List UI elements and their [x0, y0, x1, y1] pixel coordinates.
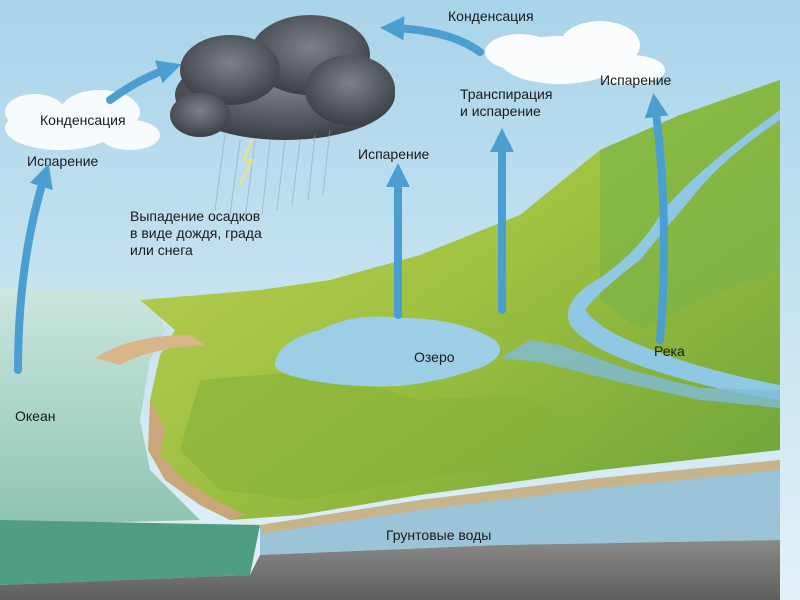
label-ocean: Океан	[15, 408, 56, 424]
arrow-evaporation-river	[644, 93, 669, 344]
label-groundwater: Грунтовые воды	[386, 527, 492, 543]
label-evaporation-center: Испарение	[358, 146, 430, 162]
label-condensation-left: Конденсация	[40, 112, 126, 128]
label-precipitation-line3: или снега	[130, 242, 193, 258]
lightning-bolt	[239, 139, 254, 186]
far-hill	[600, 80, 780, 330]
label-river: Река	[654, 343, 685, 359]
cloud-left	[5, 90, 160, 150]
river-bed	[500, 340, 780, 408]
arrow-condensation-to-storm	[106, 60, 182, 104]
ground-band	[260, 460, 780, 534]
label-precipitation-line1: Выпадение осадков	[130, 208, 261, 224]
label-lake: Озеро	[414, 349, 455, 365]
cloud-right	[485, 21, 665, 85]
lake-water	[274, 316, 500, 387]
storm-cloud	[170, 15, 395, 140]
forest-shade	[180, 370, 600, 500]
arrow-evaporation-ocean	[14, 163, 53, 374]
label-precipitation: Выпадение осадков в виде дождя, града ил…	[130, 208, 262, 259]
label-precipitation-line2: в виде дождя, града	[130, 225, 262, 241]
rocky-cliff	[148, 400, 245, 520]
sand-spit	[95, 335, 205, 365]
rain-streaks	[214, 129, 331, 221]
label-transpiration: Транспирация и испарение	[460, 86, 552, 120]
ground-strata	[0, 540, 780, 600]
groundwater-layer	[260, 460, 780, 555]
ocean-shallow	[0, 520, 260, 585]
label-evaporation-right: Испарение	[600, 72, 672, 88]
label-transpiration-line1: Транспирация	[460, 86, 553, 102]
label-evaporation-left: Испарение	[27, 153, 99, 169]
arrow-condensation-top	[380, 16, 484, 56]
process-arrows	[14, 16, 669, 374]
label-condensation-top: Конденсация	[448, 8, 534, 24]
label-transpiration-line2: и испарение	[460, 103, 541, 119]
